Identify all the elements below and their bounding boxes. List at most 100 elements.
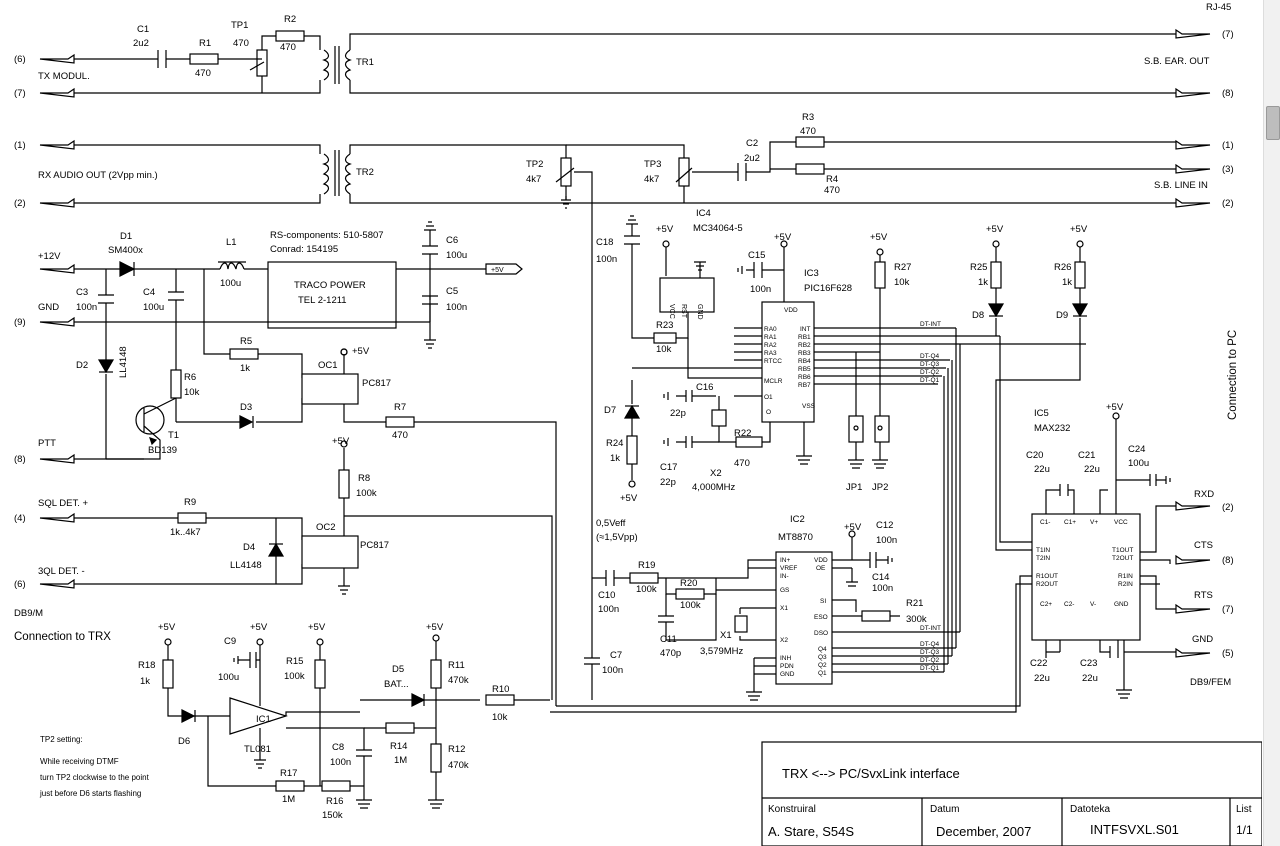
net-label: DT-Q1 [920, 665, 940, 672]
label: C15 [748, 250, 765, 261]
label: (4) [14, 513, 26, 524]
label: 4k7 [526, 174, 541, 185]
resistor-R8 [338, 469, 350, 499]
label: 22u [1084, 464, 1100, 475]
label: (8) [14, 454, 26, 465]
title-block-value: 1/1 [1236, 823, 1253, 837]
label: IC5 [1034, 408, 1049, 419]
label: D1 [120, 231, 132, 242]
label: RS-components: 510-5807 [270, 230, 384, 241]
pin-label: RB7 [798, 382, 811, 389]
label: 100n [876, 535, 897, 546]
scrollbar-thumb[interactable] [1266, 106, 1280, 140]
label: RX AUDIO OUT (2Vpp min.) [38, 170, 158, 181]
pin-label: IN- [780, 573, 789, 580]
pin-label: V+ [1090, 519, 1098, 526]
label: GND [38, 302, 59, 313]
pin-label: VSS [802, 403, 816, 410]
title-block-label: Datum [930, 804, 959, 815]
label: R26 [1054, 262, 1071, 273]
pin-label: R1IN [1118, 573, 1133, 580]
label: R14 [390, 741, 407, 752]
pin-label: C2- [1064, 601, 1074, 608]
pin-label: MCLR [764, 378, 783, 385]
label: (1) [14, 140, 26, 151]
pin-label: O1 [764, 394, 773, 401]
label: 470 [800, 126, 816, 137]
net-label: DT-INT [920, 625, 941, 632]
label: 1k [240, 363, 250, 374]
label: SM400x [108, 245, 143, 256]
label: R16 [326, 796, 343, 807]
label: C20 [1026, 450, 1043, 461]
label: +5V [352, 346, 370, 357]
label: DB9/FEM [1190, 677, 1231, 688]
label: +5V [986, 224, 1004, 235]
label: 2u2 [133, 38, 149, 49]
pin-label: T2OUT [1112, 555, 1133, 562]
label: R25 [970, 262, 987, 273]
label: S.B. EAR. OUT [1144, 56, 1210, 67]
label: RST [680, 304, 687, 319]
resistor-R11 [430, 659, 442, 689]
label: MAX232 [1034, 423, 1070, 434]
net-label: DT-Q4 [920, 641, 940, 648]
resistor-R23 [653, 332, 677, 344]
label: (6) [14, 579, 26, 590]
net-label: DT-Q4 [920, 353, 940, 360]
pin-label: RB1 [798, 334, 811, 341]
label: (5) [1222, 648, 1234, 659]
vertical-scrollbar[interactable] [1263, 0, 1280, 846]
label: R8 [358, 473, 370, 484]
title-block-label: Datoteka [1070, 804, 1110, 815]
label: (1) [1222, 140, 1234, 151]
label: C11 [660, 634, 677, 645]
label: TP3 [644, 159, 661, 170]
label: TP1 [231, 20, 248, 31]
label: C5 [446, 286, 458, 297]
label: C3 [76, 287, 88, 298]
pin-label: Q1 [818, 670, 827, 677]
label: R17 [280, 768, 297, 779]
label: LL4148 [230, 560, 262, 571]
resistor-R7 [385, 416, 415, 428]
label: 470 [195, 68, 211, 79]
pin-label: R2OUT [1036, 581, 1058, 588]
label: R11 [448, 660, 465, 671]
resistor-R19 [629, 572, 659, 584]
pin-label: RA2 [764, 342, 777, 349]
label: 100n [330, 757, 351, 768]
label: 100k [636, 584, 657, 595]
label: D7 [604, 405, 616, 416]
label: R4 [826, 174, 838, 185]
label: 10k [492, 712, 508, 723]
crystal-X1 [734, 615, 748, 633]
label: PC817 [360, 540, 389, 551]
label: (3) [1222, 164, 1234, 175]
pin-label: V- [1090, 601, 1096, 608]
label: +5V [250, 622, 268, 633]
label: C10 [598, 590, 615, 601]
label: 470k [448, 760, 469, 771]
resistor-R26 [1074, 261, 1086, 289]
label: JP1 [846, 482, 862, 493]
resistor-R15 [314, 659, 326, 689]
resistor-R3 [795, 136, 825, 148]
label: +5V [308, 622, 326, 633]
pin-label: R2IN [1118, 581, 1133, 588]
label: PTT [38, 438, 56, 449]
label: 10k [184, 387, 200, 398]
pin-label: C1- [1040, 519, 1050, 526]
title-block-value: INTFSVXL.S01 [1090, 822, 1179, 837]
pin-label: O [766, 409, 771, 416]
label: 100n [872, 583, 893, 594]
label: R21 [906, 598, 923, 609]
label: 100k [284, 671, 305, 682]
label: R10 [492, 684, 509, 695]
label: 1k [1062, 277, 1072, 288]
title-block-value: A. Stare, S54S [768, 824, 854, 839]
label: C14 [872, 572, 889, 583]
label: 100n [602, 665, 623, 676]
label: C23 [1080, 658, 1097, 669]
label: +5V [1070, 224, 1088, 235]
